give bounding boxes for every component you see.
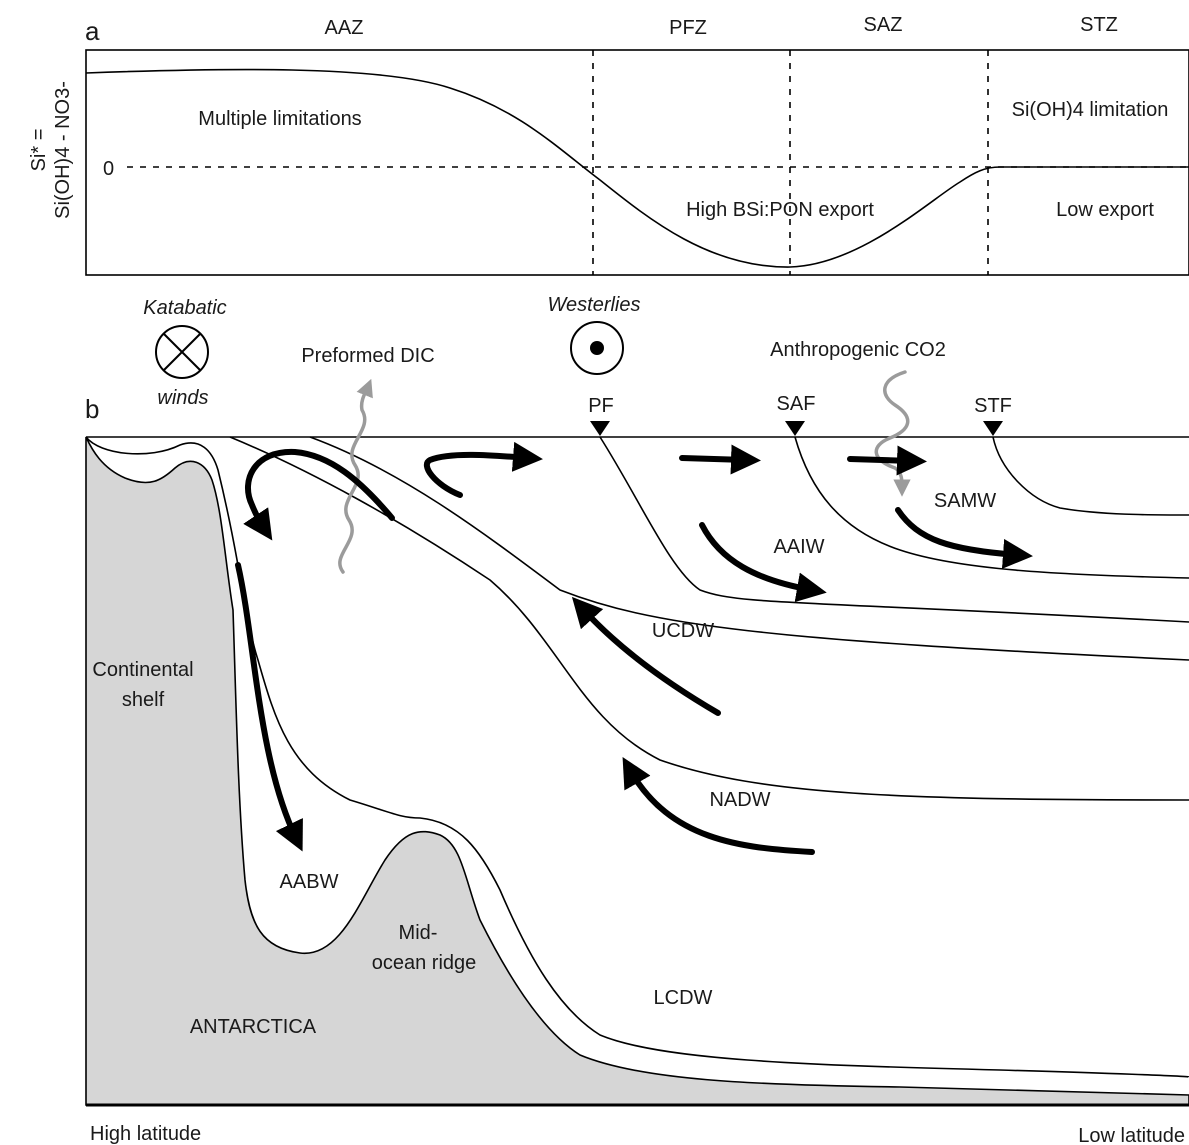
anthropogenic-co2-flux-arrow (874, 370, 911, 497)
y-axis-label-line2: Si(OH)4 - NO3- (52, 81, 74, 219)
continental-shelf-label-line1: Continental (92, 659, 193, 681)
aabw-boundary (85, 436, 1189, 1078)
westerlies-label: Westerlies (548, 294, 641, 316)
preformed-dic-flux-arrow (338, 378, 373, 574)
aaiw-label: AAIW (773, 536, 824, 558)
pf-marker-icon (590, 421, 610, 436)
zone-pfz-label: PFZ (669, 17, 707, 39)
y-axis-label: Si* = Si(OH)4 - NO3- (28, 81, 74, 219)
ridge-label-line1: Mid- (399, 922, 438, 944)
wind-into-page-icon (155, 325, 209, 379)
nadw-arrow (622, 756, 815, 855)
lcdw-boundary (229, 436, 1189, 801)
pf-boundary (599, 436, 1189, 623)
surface-overturn-arrow (243, 448, 395, 541)
pf-label: PF (588, 395, 614, 417)
samw-arrow (895, 507, 1033, 569)
low-latitude-label: Low latitude (1078, 1125, 1185, 1145)
si-star-curve (85, 68, 1189, 268)
panel-b-letter: b (85, 394, 99, 424)
panel-b: b Katabatic winds Westerlies Preformed D… (85, 294, 1189, 1145)
zone-aaz-label: AAZ (325, 17, 364, 39)
y-axis-label-line1: Si* = (28, 129, 50, 172)
nadw-label: NADW (709, 789, 770, 811)
panel-a: a AAZ PFZ SAZ STZ 0 Si* = Si(OH)4 - NO3-… (28, 14, 1189, 276)
anthropogenic-co2-label: Anthropogenic CO2 (770, 339, 946, 361)
saf-label: SAF (777, 393, 816, 415)
samw-label: SAMW (934, 490, 996, 512)
lcdw-label: LCDW (654, 987, 713, 1009)
stf-label: STF (974, 395, 1012, 417)
panel-a-letter: a (85, 16, 100, 46)
continental-shelf-label-line2: shelf (122, 689, 165, 711)
saf-boundary (794, 436, 1189, 579)
zone-saz-label: SAZ (864, 14, 903, 36)
ucdw-label: UCDW (652, 620, 714, 642)
aaiw-arrow (699, 522, 827, 603)
saz-surface-arrow (847, 445, 927, 476)
zero-tick-label: 0 (103, 158, 114, 180)
saf-marker-icon (785, 421, 805, 436)
aabw-sinking-arrow (235, 562, 303, 852)
panel-a-frame (85, 49, 1189, 276)
stf-boundary (992, 436, 1189, 516)
katabatic-label: Katabatic (143, 297, 226, 319)
si-limitation-label: Si(OH)4 limitation (1012, 99, 1169, 121)
multiple-limitations-label: Multiple limitations (198, 108, 361, 130)
ucdw-upwelling-arrow (571, 596, 721, 716)
high-export-label: High BSi:PON export (686, 199, 874, 221)
pfz-surface-arrow (679, 444, 761, 475)
antarctica-label: ANTARCTICA (190, 1016, 317, 1038)
antarctic-surface-arrow (423, 441, 543, 498)
high-latitude-label: High latitude (90, 1123, 201, 1145)
stf-marker-icon (983, 421, 1003, 436)
winds-label: winds (157, 387, 208, 409)
low-export-label: Low export (1056, 199, 1154, 221)
wind-out-of-page-icon (570, 321, 624, 375)
antarctica-landmass (85, 436, 1189, 1106)
ridge-label-line2: ocean ridge (372, 952, 477, 974)
preformed-dic-label: Preformed DIC (301, 345, 434, 367)
zone-stz-label: STZ (1080, 14, 1118, 36)
aabw-label: AABW (280, 871, 339, 893)
